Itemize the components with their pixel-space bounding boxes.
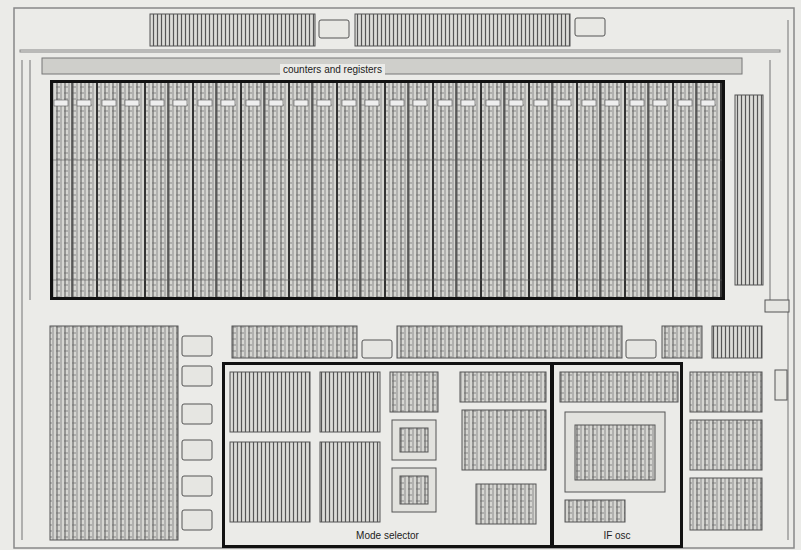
osc-block: IF osc: [551, 362, 683, 548]
mode-selector-block: Mode selector: [222, 362, 553, 548]
block-label: Mode selector: [353, 530, 422, 542]
lower-logic: [50, 300, 789, 540]
block-label: counters and registers: [280, 64, 385, 76]
outer-frame: [14, 8, 794, 548]
top-pad-row: [150, 14, 605, 46]
right-strip: [735, 95, 763, 285]
block-label: IF osc: [600, 530, 633, 542]
counter-block: counters and registers: [50, 80, 725, 300]
counter-array: [53, 83, 722, 297]
register-band: [42, 58, 742, 74]
